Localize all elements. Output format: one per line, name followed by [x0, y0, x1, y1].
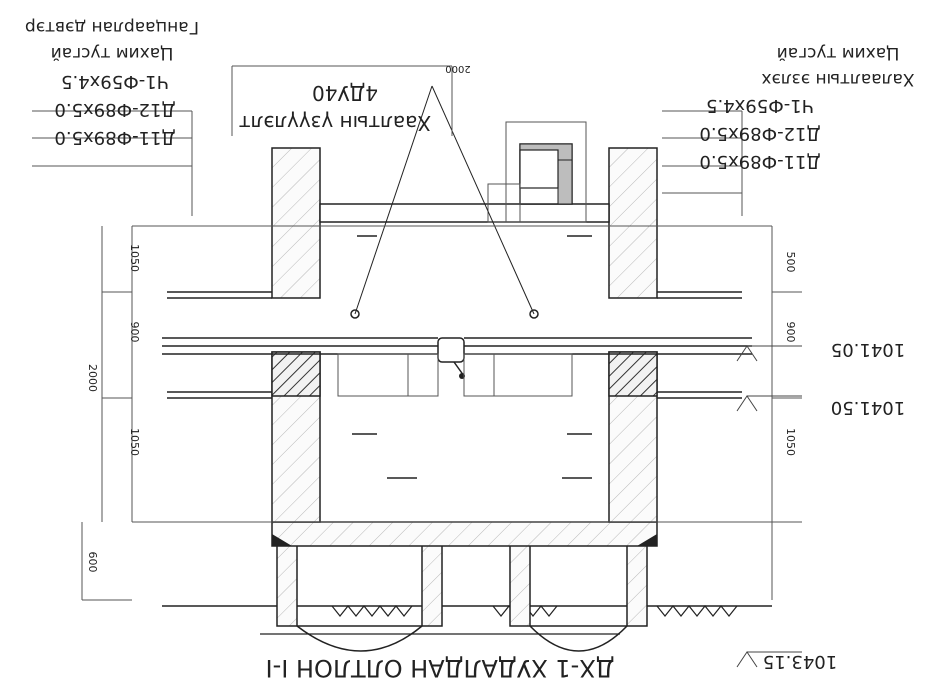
left-callout-header-2: Цахим тусгай — [51, 43, 174, 63]
dim-right-lower: 1050 — [784, 428, 797, 456]
elevation-3: 1043.15 — [763, 651, 837, 672]
right-callout-header-1: Халаалтын эзлэх — [761, 69, 914, 89]
base-slab — [271, 521, 658, 547]
dim-right-mid: 900 — [784, 322, 797, 343]
dimension-texts: 2000 1050 900 2000 1050 600 500 900 1050 — [86, 63, 797, 573]
dim-left-foundation: 600 — [86, 552, 99, 573]
left-pipe-callout: Ганцаарлан дэвтэр Цахим тусгай Ч1-Ф59x4.… — [25, 17, 199, 148]
elevation-2: 1041.50 — [831, 397, 905, 418]
valve-callout: 4ДУ40 Хаалтын үзүүлэлт — [239, 81, 432, 135]
left-callout-row-3: Д11-Ф89x5.0 — [54, 127, 175, 148]
right-wall-upper — [271, 147, 321, 299]
left-callout-row-1: Ч1-Ф59x4.5 — [61, 71, 169, 92]
right-callout-row-3: Д11-Ф89x5.0 — [699, 151, 820, 172]
right-callout-row-1: Ч1-Ф59x4.5 — [706, 95, 814, 116]
dim-top-width: 2000 — [445, 63, 470, 74]
chamber-section — [32, 65, 802, 668]
valve-callout-line-1: 4ДУ40 — [312, 81, 378, 105]
roof-slab — [319, 203, 610, 223]
left-wall-upper — [608, 147, 658, 299]
valve — [437, 337, 465, 363]
title-label: ДХ-1 ХУДАЛДАН ОЛТЛОН I-I — [260, 633, 620, 682]
valve-callout-line-2: Хаалтын үзүүлэлт — [239, 111, 432, 135]
dim-left-lower: 1050 — [128, 428, 141, 456]
left-callout-row-2: Д12-Ф89x5.0 — [54, 99, 175, 120]
right-pipe-callout: Халаалтын эзлэх Цахим тусгай Ч1-Ф59x4.5 … — [699, 43, 914, 172]
right-callout-header-2: Цахим тусгай — [777, 43, 900, 63]
ground-hatch — [331, 605, 738, 617]
dimension-lines — [81, 65, 802, 601]
elevation-texts: 1041.05 1041.50 1043.15 — [763, 339, 905, 672]
right-callout-row-2: Д12-Ф89x5.0 — [699, 123, 820, 144]
elevation-1: 1041.05 — [831, 339, 905, 360]
foundation-piles — [276, 525, 648, 652]
left-callout-header-1: Ганцаарлан дэвтэр — [25, 17, 199, 37]
drawing-title: ДХ-1 ХУДАЛДАН ОЛТЛОН I-I — [266, 654, 615, 682]
dim-right-upper: 500 — [784, 252, 797, 273]
dim-left-total: 2000 — [86, 364, 99, 392]
dim-left-upper: 1050 — [128, 244, 141, 272]
dim-left-mid: 900 — [128, 322, 141, 343]
